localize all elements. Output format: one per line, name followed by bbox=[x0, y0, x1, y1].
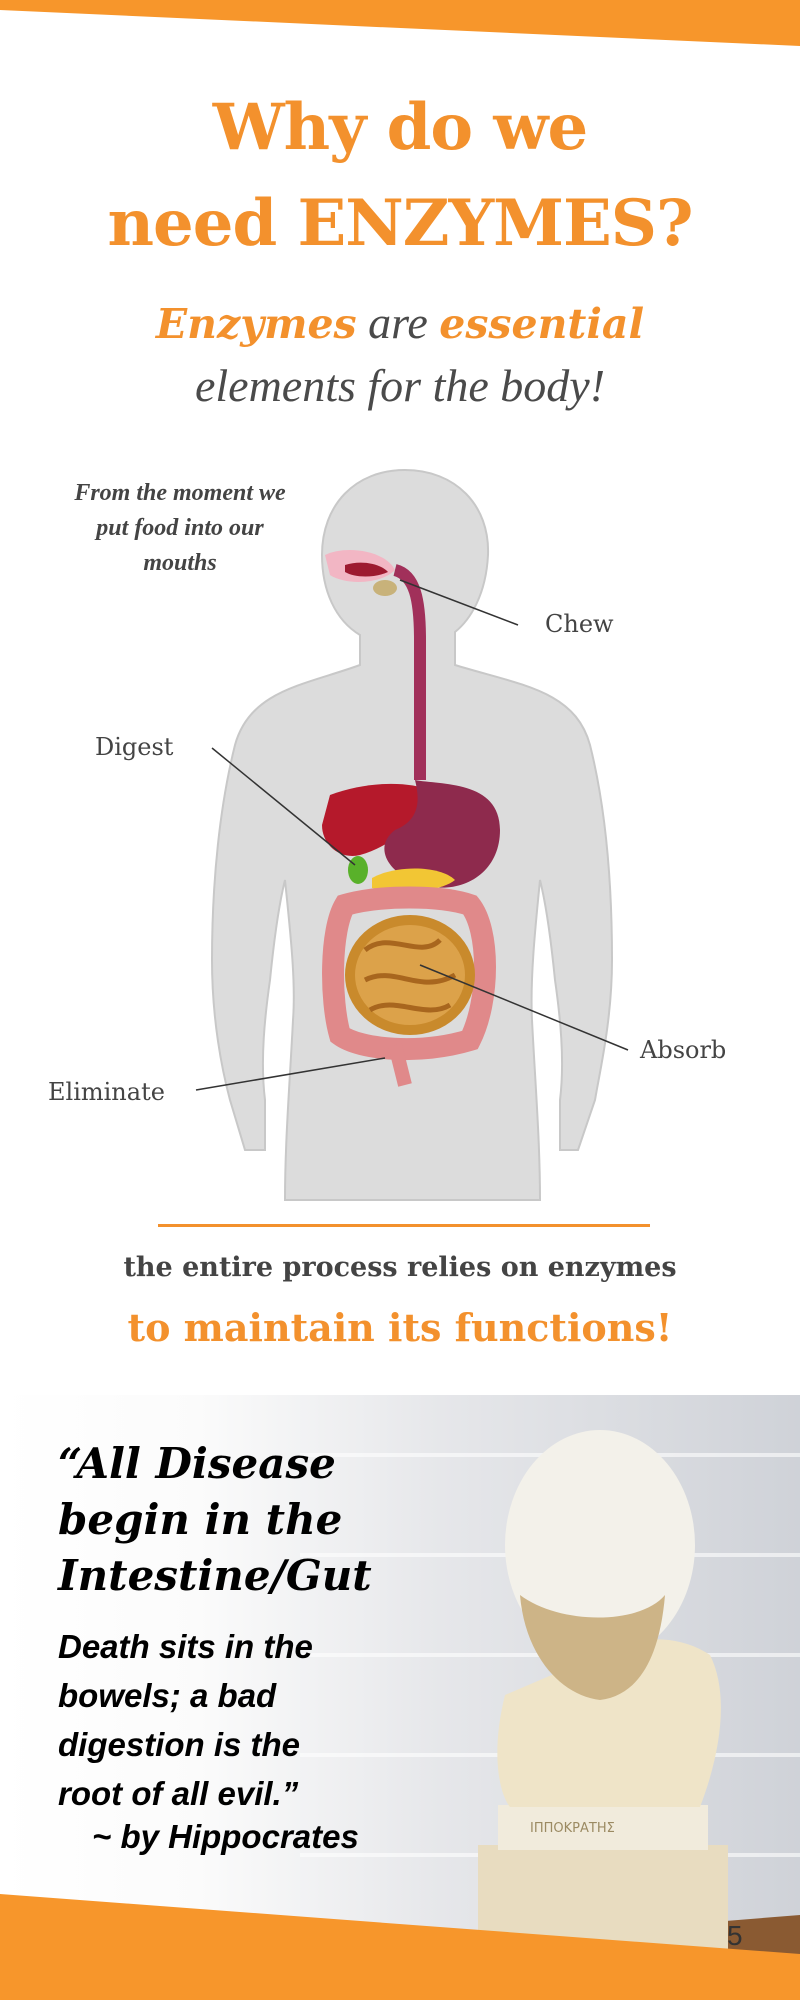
label-eliminate: Eliminate bbox=[48, 1078, 165, 1106]
title-line-2: need ENZYMES? bbox=[107, 186, 693, 261]
quote-body: Death sits in the bowels; a bad digestio… bbox=[58, 1622, 313, 1818]
label-digest: Digest bbox=[95, 733, 174, 761]
bust-inscription: ΙΠΠΟΚΡΑΤΗΣ bbox=[530, 1821, 615, 1836]
bottom-orange-band bbox=[0, 1894, 800, 2000]
quote-body-line: bowels; a bad bbox=[58, 1677, 277, 1714]
subtitle-are: are bbox=[356, 297, 440, 348]
quote-headline-line: begin in the bbox=[58, 1495, 343, 1544]
process-line-2: to maintain its functions! bbox=[127, 1305, 673, 1350]
quote-headline-line: Intestine/Gut bbox=[58, 1551, 372, 1600]
page-title: Why do we need ENZYMES? bbox=[0, 80, 800, 272]
quote-attribution: ~ by Hippocrates bbox=[92, 1818, 359, 1855]
quote-headline-line: “All Disease bbox=[58, 1439, 336, 1488]
subtitle-essential: essential bbox=[439, 300, 645, 348]
quote-body-line: Death sits in the bbox=[58, 1628, 313, 1665]
quote-body-line: digestion is the bbox=[58, 1726, 301, 1763]
divider bbox=[158, 1224, 650, 1227]
digestive-system-illustration bbox=[195, 468, 629, 1201]
title-line-1: Why do we bbox=[212, 90, 588, 165]
label-chew: Chew bbox=[545, 610, 614, 638]
process-line-1: the entire process relies on enzymes bbox=[123, 1252, 677, 1283]
quote-headline: “All Disease begin in the Intestine/Gut bbox=[58, 1436, 372, 1604]
subtitle-enzymes: Enzymes bbox=[155, 300, 357, 348]
label-absorb: Absorb bbox=[640, 1036, 727, 1064]
quote-body-line: root of all evil.” bbox=[58, 1775, 299, 1812]
subtitle: Enzymes are essential elements for the b… bbox=[0, 292, 800, 417]
top-orange-band bbox=[0, 0, 800, 46]
intro-caption: From the moment we put food into our mou… bbox=[74, 480, 286, 576]
subtitle-line-2: elements for the body! bbox=[194, 360, 606, 411]
hippocrates-photo: ΙΠΠΟΚΡΑΤΗΣ bbox=[0, 1395, 800, 2000]
page-number: 5 bbox=[727, 1920, 743, 1951]
